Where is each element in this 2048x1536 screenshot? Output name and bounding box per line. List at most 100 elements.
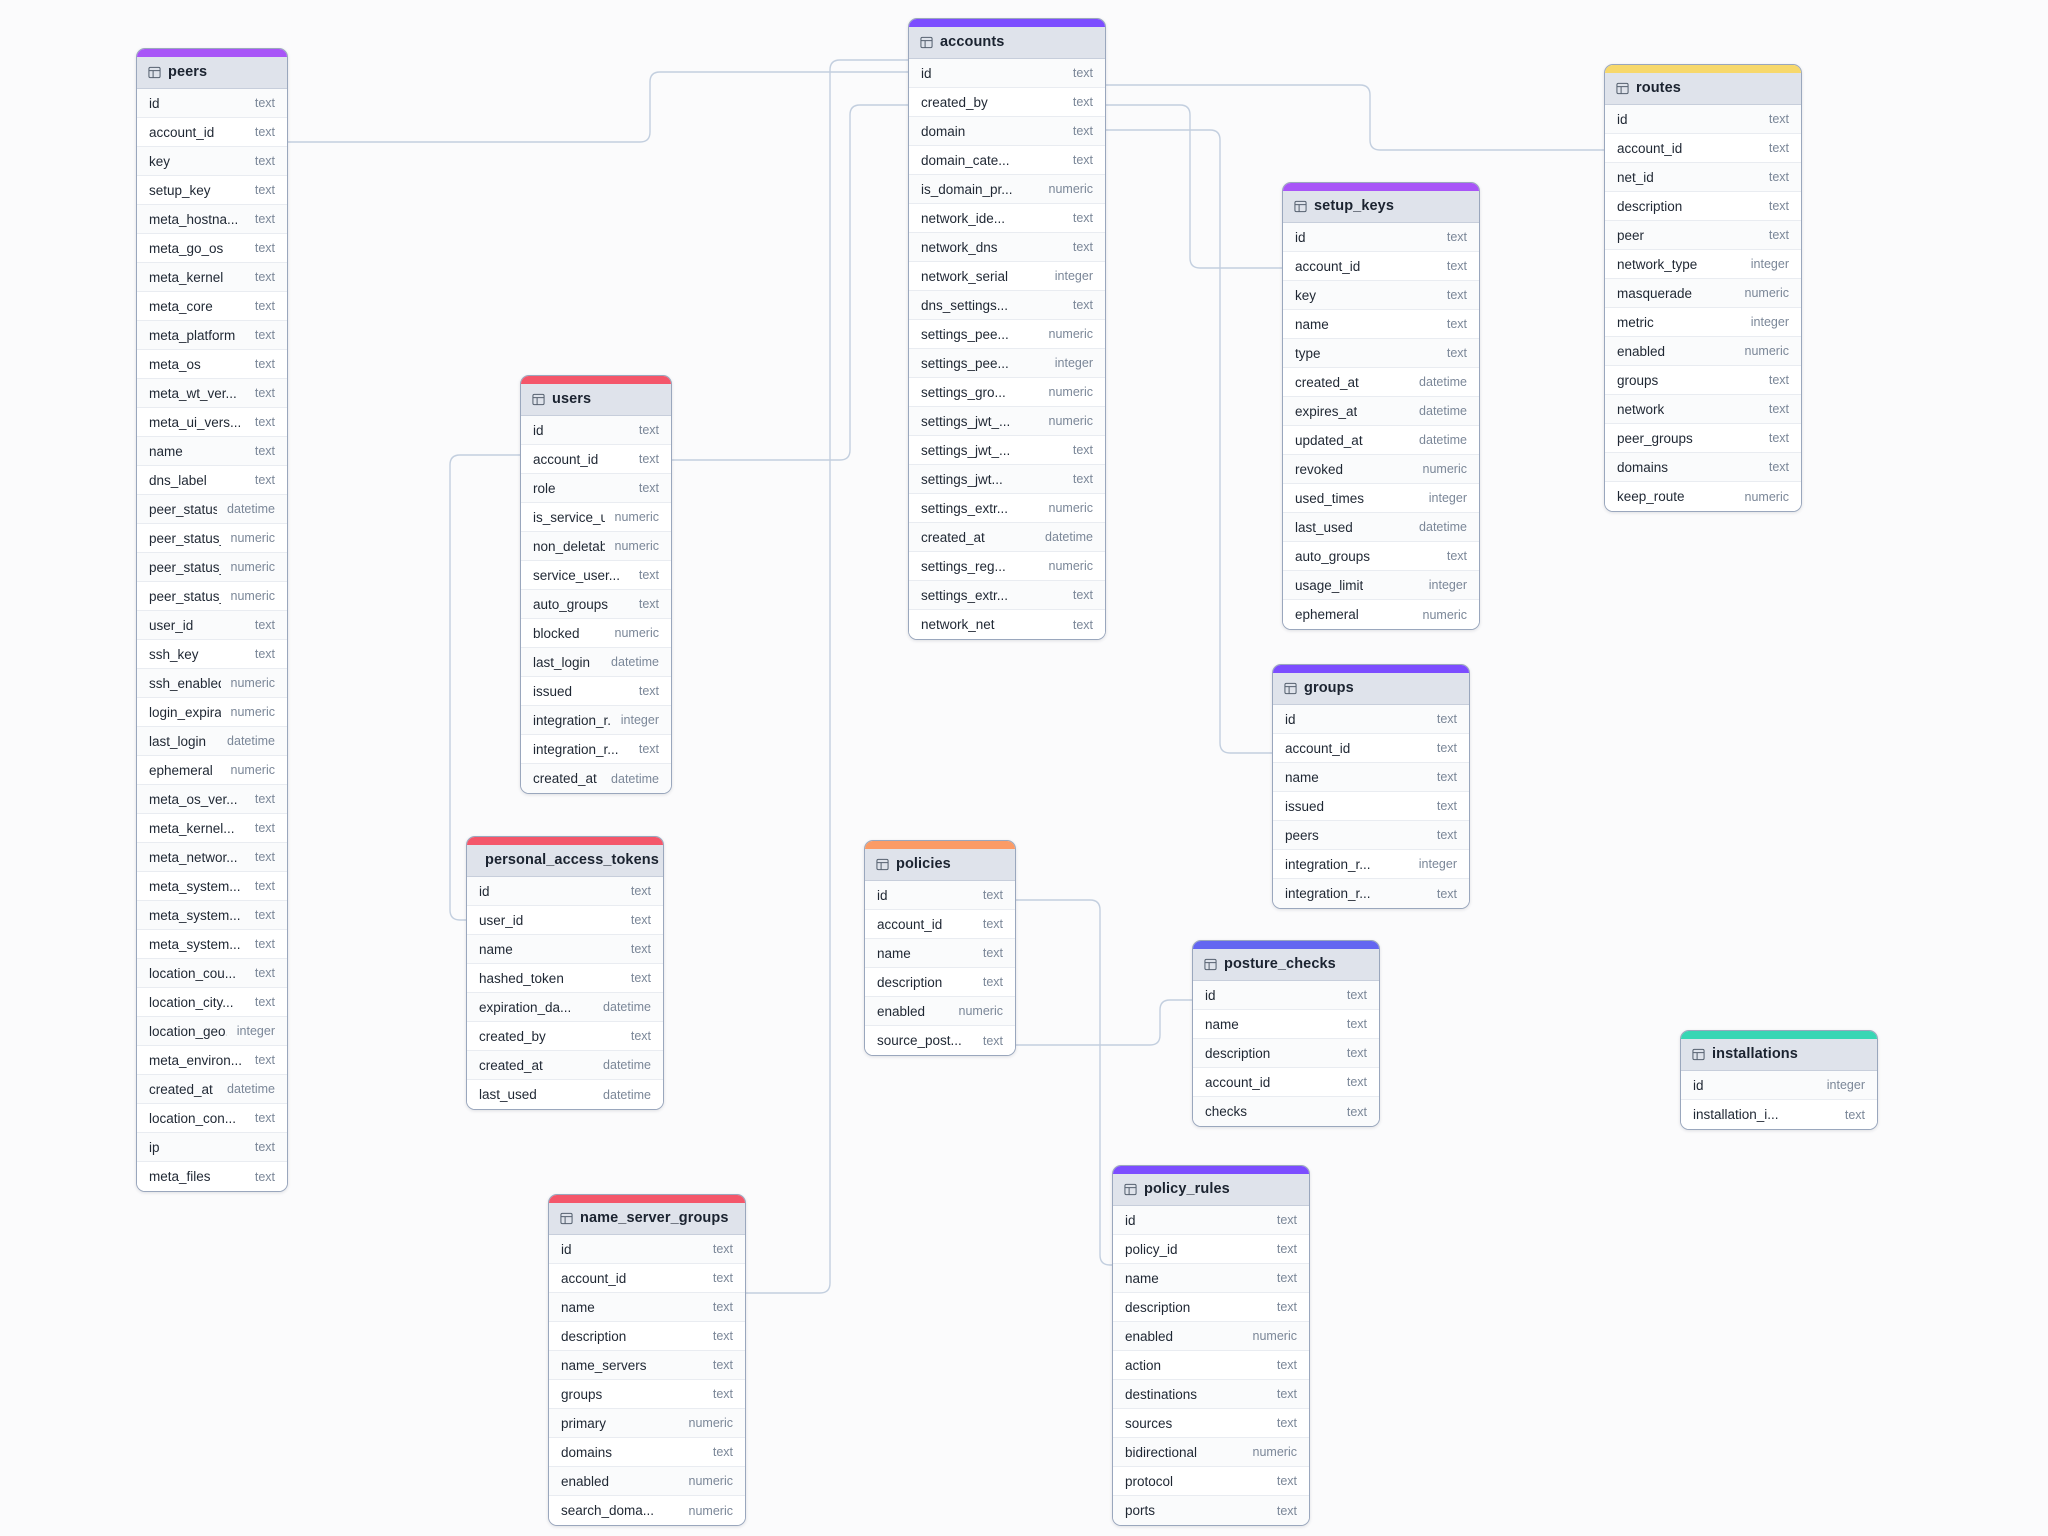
- field-row[interactable]: login_expirati...numeric: [137, 698, 287, 727]
- field-row[interactable]: settings_extr...numeric: [909, 494, 1105, 523]
- table-header[interactable]: personal_access_tokens: [467, 845, 663, 877]
- field-row[interactable]: location_city...text: [137, 988, 287, 1017]
- field-row[interactable]: meta_system...text: [137, 901, 287, 930]
- field-row[interactable]: service_user...text: [521, 561, 671, 590]
- field-row[interactable]: meta_system...text: [137, 872, 287, 901]
- field-row[interactable]: settings_pee...integer: [909, 349, 1105, 378]
- table-header[interactable]: installations: [1681, 1039, 1877, 1071]
- field-row[interactable]: peer_status_...datetime: [137, 495, 287, 524]
- field-row[interactable]: dns_settings...text: [909, 291, 1105, 320]
- table-header[interactable]: posture_checks: [1193, 949, 1379, 981]
- field-row[interactable]: domain_cate...text: [909, 146, 1105, 175]
- field-row[interactable]: installation_i...text: [1681, 1100, 1877, 1129]
- field-row[interactable]: settings_extr...text: [909, 581, 1105, 610]
- field-row[interactable]: location_geo...integer: [137, 1017, 287, 1046]
- field-row[interactable]: source_post...text: [865, 1026, 1015, 1055]
- table-header[interactable]: users: [521, 384, 671, 416]
- field-row[interactable]: search_doma...numeric: [549, 1496, 745, 1525]
- field-row[interactable]: meta_ui_vers...text: [137, 408, 287, 437]
- field-row[interactable]: peer_status_...numeric: [137, 524, 287, 553]
- field-row[interactable]: peer_status_...numeric: [137, 553, 287, 582]
- field-row[interactable]: meta_wt_ver...text: [137, 379, 287, 408]
- field-row[interactable]: meta_networ...text: [137, 843, 287, 872]
- field-row[interactable]: meta_hostna...text: [137, 205, 287, 234]
- field-row[interactable]: peer_status_...numeric: [137, 582, 287, 611]
- table-header[interactable]: setup_keys: [1283, 191, 1479, 223]
